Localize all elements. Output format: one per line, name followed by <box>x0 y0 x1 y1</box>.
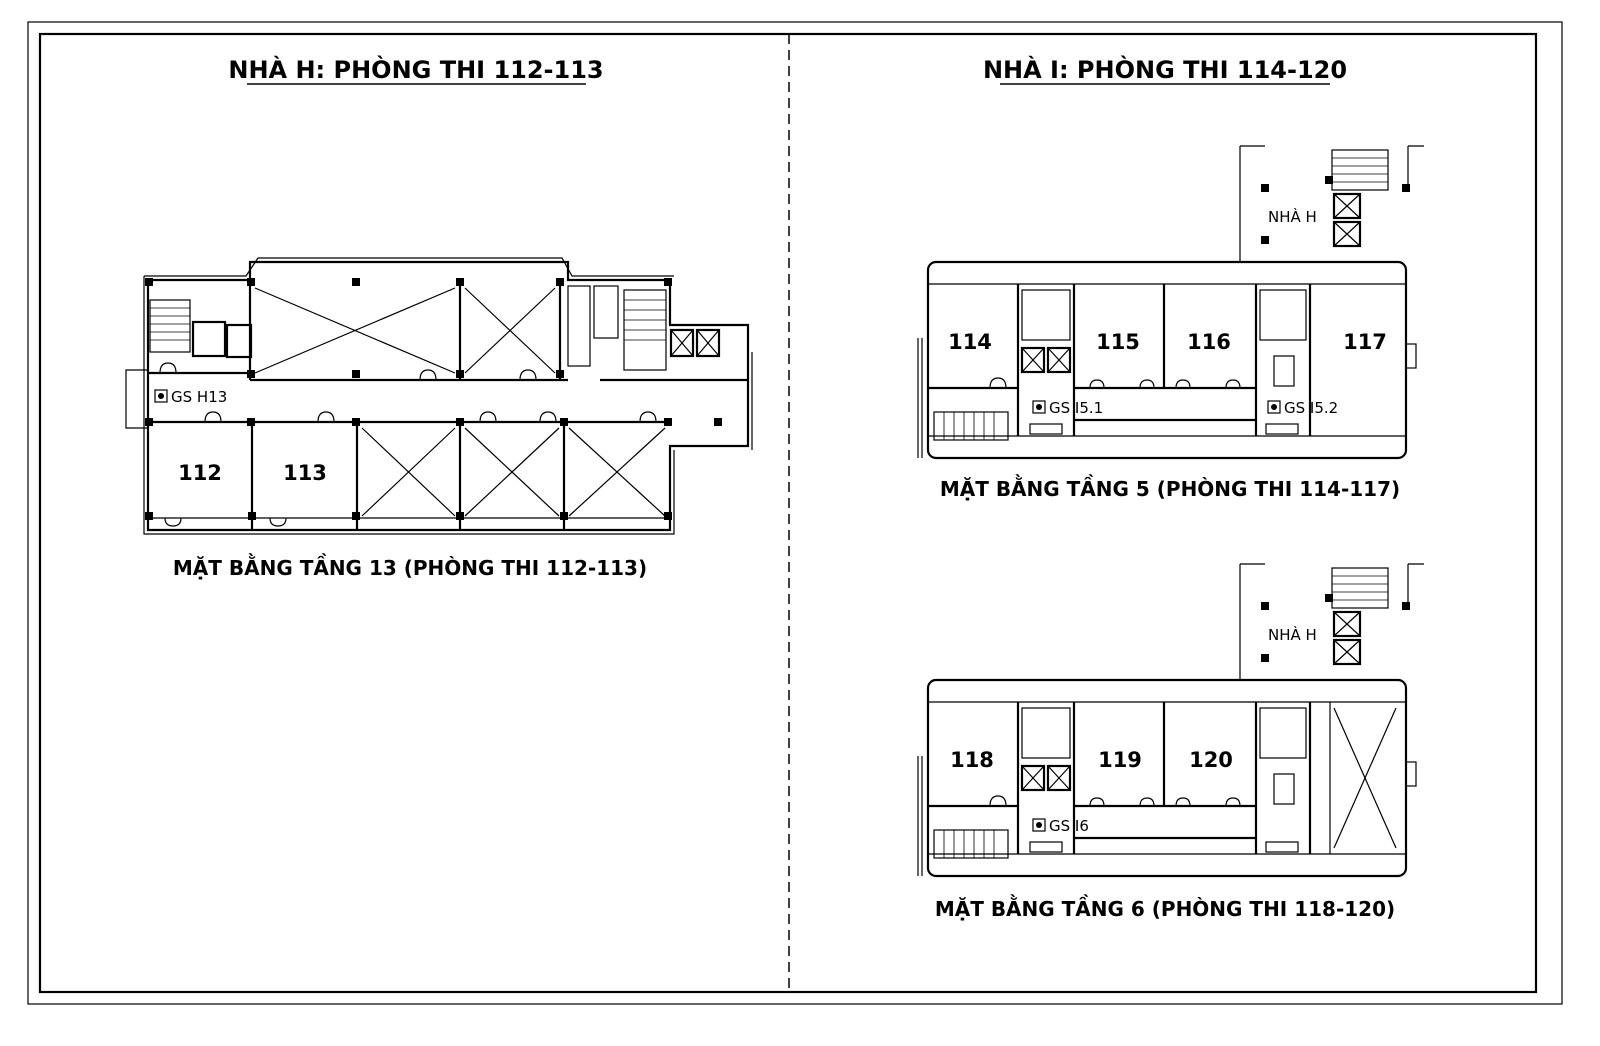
supervisor-marker-icon <box>1032 400 1046 414</box>
floor-6-plan: NHÀ H <box>917 563 1424 878</box>
room-label: 118 <box>950 748 994 772</box>
building-i-title: NHÀ I: PHÒNG THI 114-120 <box>983 54 1347 84</box>
building-i-section: NHÀ I: PHÒNG THI 114-120 NHÀ H <box>917 54 1424 921</box>
room-label: 113 <box>283 461 327 485</box>
floor-6-caption: MẶT BẰNG TẦNG 6 (PHÒNG THI 118-120) <box>935 895 1395 921</box>
inner-frame <box>38 32 1538 994</box>
building-h-title: NHÀ H: PHÒNG THI 112-113 <box>228 54 603 84</box>
supervisor-marker-icon <box>1032 818 1046 832</box>
elevator-icon <box>669 328 721 358</box>
supervisor-label: GS I6 <box>1049 817 1089 835</box>
neighbor-building-label: NHÀ H <box>1268 625 1317 644</box>
room-label: 120 <box>1189 748 1233 772</box>
room-label: 114 <box>948 330 992 354</box>
neighbor-building-label: NHÀ H <box>1268 207 1317 226</box>
door-swing-icon <box>159 362 657 527</box>
supervisor-marker-icon <box>154 389 168 403</box>
room-label: 117 <box>1343 330 1387 354</box>
floor-5-plan: NHÀ H <box>917 145 1424 460</box>
room-label: 119 <box>1098 748 1142 772</box>
floor-13-plan: 112 113 GS H13 <box>125 257 753 535</box>
supervisor-label: GS I5.1 <box>1049 399 1103 417</box>
outer-frame <box>27 21 1563 1005</box>
room-label: 112 <box>178 461 222 485</box>
supervisor-label: GS H13 <box>171 388 227 406</box>
floor-13-caption: MẶT BẰNG TẦNG 13 (PHÒNG THI 112-113) <box>173 554 647 580</box>
room-label: 116 <box>1187 330 1231 354</box>
building-h-section: NHÀ H: PHÒNG THI 112-113 <box>125 54 753 580</box>
floor-5-caption: MẶT BẰNG TẦNG 5 (PHÒNG THI 114-117) <box>940 475 1400 501</box>
column-icon <box>145 278 722 520</box>
room-label: 115 <box>1096 330 1140 354</box>
supervisor-label: GS I5.2 <box>1284 399 1338 417</box>
supervisor-marker-icon <box>1267 400 1281 414</box>
